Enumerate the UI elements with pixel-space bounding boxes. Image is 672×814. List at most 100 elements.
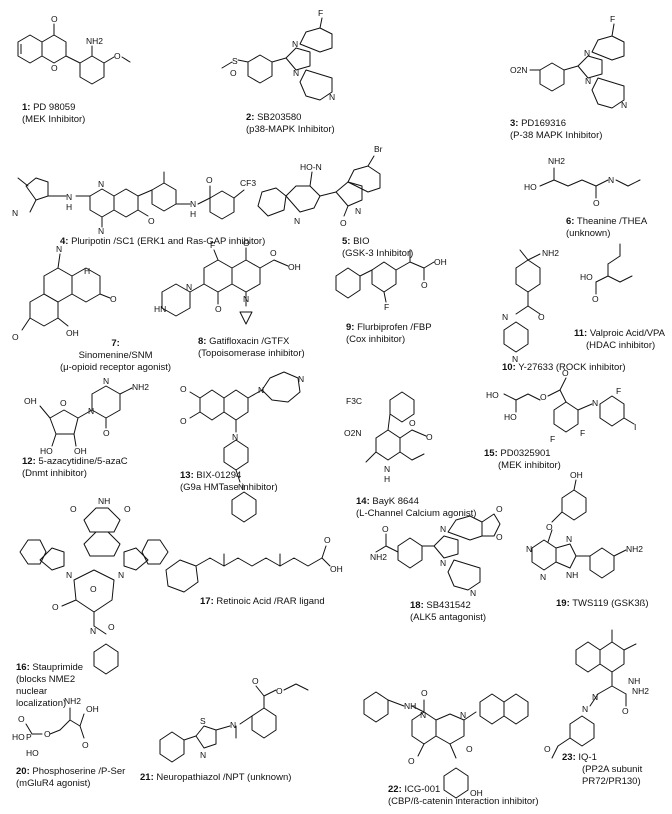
compound-name: Sinomenine/SNM — [78, 350, 153, 361]
atom-nh: NH — [404, 701, 416, 711]
atom-nh: NH — [566, 570, 578, 580]
structure-18 — [375, 513, 501, 591]
atom-nh: NH — [98, 496, 110, 506]
atom-o: O — [562, 368, 569, 378]
compound-description: (blocks NME2 — [16, 674, 76, 685]
atom-n: N — [243, 294, 249, 304]
atom-oh: OH — [86, 704, 99, 714]
atom-p: P — [26, 732, 32, 742]
atom-nh: N — [190, 199, 196, 209]
atom-nh: N — [66, 192, 72, 202]
compound-description: (P-38 MAPK Inhibitor) — [510, 130, 603, 141]
atom-o: O — [90, 584, 97, 594]
compound-description: (ALK5 antagonist) — [410, 612, 487, 623]
atom-ho: HO — [504, 412, 517, 422]
compound-description-line-2: PR72/PR130) — [582, 776, 641, 787]
compound-number: 8: — [198, 336, 207, 347]
atom-f: F — [580, 428, 585, 438]
caption-12: 12: 5-azacytidine/5-azaC (Dnmt inhibitor… — [22, 456, 128, 480]
compound-number: 1: — [22, 102, 31, 113]
atom-n: N — [621, 100, 627, 110]
atom-n: N — [460, 710, 466, 720]
structure-3 — [529, 23, 625, 109]
atom-f: F — [550, 434, 555, 444]
caption-13: 13: BIX-01294 (G9a HMTase inhibitor) — [180, 470, 278, 494]
atom-o: O — [409, 418, 416, 428]
atom-h: H — [66, 202, 72, 212]
compound-number: 6: — [566, 216, 575, 227]
atom-o: O — [44, 729, 51, 739]
atom-n: N — [470, 588, 476, 598]
atom-n: N — [66, 570, 72, 580]
atom-o: O — [466, 744, 473, 754]
structure-1 — [17, 23, 131, 85]
atom-ho: HO — [486, 390, 499, 400]
compound-description: (p38-MAPK Inhibitor) — [246, 124, 335, 135]
atom-nh: N — [608, 175, 614, 185]
atom-o: O — [276, 686, 283, 696]
compound-name: BIO — [353, 236, 370, 247]
atom-o: O — [546, 522, 553, 532]
atom-o: O — [382, 524, 389, 534]
compound-name: SB203580 — [257, 112, 302, 123]
atom-o: O — [593, 198, 600, 208]
caption-3: 3: PD169316 (P-38 MAPK Inhibitor) — [510, 118, 602, 142]
atom-o: O — [544, 744, 551, 754]
atom-s: S — [232, 56, 238, 66]
structure-20 — [25, 707, 85, 739]
compound-description: (CBP/ß-catenin interaction inhibitor) — [388, 796, 539, 807]
atom-n: N — [98, 226, 104, 236]
compound-name: Y-27633 — [518, 362, 554, 373]
atom-cf3: CF3 — [240, 178, 256, 188]
atom-ho: HO — [26, 748, 39, 758]
atom-n: N — [186, 282, 192, 292]
atom-o: O — [538, 312, 545, 322]
atom-n: N — [566, 534, 572, 544]
atom-n: N — [420, 710, 426, 720]
compound-number: 10: — [502, 362, 516, 373]
compound-name: IQ-1 — [578, 752, 597, 763]
compound-description: (GSK-3 Inhibitor) — [342, 248, 414, 259]
atom-o: O — [51, 63, 58, 73]
atom-o2n: O2N — [344, 428, 361, 438]
compound-number: 14: — [356, 496, 370, 507]
caption-2: 2: SB203580 (p38-MAPK Inhibitor) — [246, 112, 335, 136]
atom-n: N — [329, 92, 335, 102]
compound-name: Gatifloxacin /GTFX — [209, 336, 290, 347]
atom-o: O — [70, 504, 77, 514]
compound-name: ICG-001 — [404, 784, 441, 795]
atom-o: O — [252, 676, 259, 686]
compound-description: (G9a HMTase inhibitor) — [180, 482, 278, 493]
atom-n: N — [56, 244, 62, 254]
atom-o: O — [52, 602, 59, 612]
structure-9 — [335, 249, 435, 303]
atom-ho: HO — [12, 732, 25, 742]
compound-number: 5: — [342, 236, 351, 247]
atom-h: H — [190, 209, 196, 219]
compound-number: 21: — [140, 772, 154, 783]
caption-22: 22: ICG-001 (CBP/ß-catenin interaction i… — [388, 784, 538, 808]
atom-f3c: F3C — [346, 396, 362, 406]
atom-n: N — [118, 570, 124, 580]
caption-18: 18: SB431542 (ALK5 antagonist) — [410, 600, 486, 624]
atom-oh: OH — [74, 446, 87, 456]
atom-nh: N — [294, 216, 300, 226]
atom-nh: N — [440, 558, 446, 568]
atom-n: N — [592, 692, 598, 702]
compound-number: 9: — [346, 322, 355, 333]
atom-o: O — [51, 14, 58, 24]
atom-f: F — [210, 240, 215, 250]
compound-number: 23: — [562, 752, 576, 763]
atom-f: F — [610, 14, 615, 24]
caption-6: 6: Theanine /THEA (unknown) — [566, 216, 647, 240]
atom-oh: OH — [434, 257, 447, 267]
atom-o: O — [60, 398, 67, 408]
atom-o: O — [421, 280, 428, 290]
compound-number: 15: — [484, 448, 498, 459]
compound-name: PD 98059 — [33, 102, 76, 113]
atom-o: O — [180, 416, 187, 426]
atom-nh2: NH2 — [626, 544, 643, 554]
caption-23: 23: IQ-1 (PP2A subunit PR72/PR130) — [562, 752, 642, 788]
atom-o: O — [82, 740, 89, 750]
atom-n: N — [12, 208, 18, 218]
